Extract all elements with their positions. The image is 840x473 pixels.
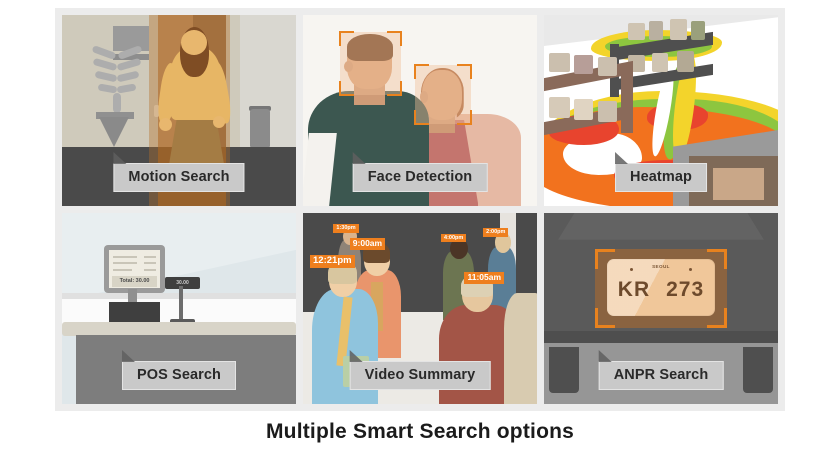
shelf-product [628, 22, 645, 40]
bracket-bottom-right-icon [387, 81, 403, 97]
man-ear [343, 60, 354, 73]
customer-display: 30.00 [164, 276, 201, 290]
monitor-stand [127, 289, 137, 307]
bracket-bottom-left-icon [339, 81, 355, 97]
panel-label-face-detection[interactable]: Face Detection [352, 152, 488, 192]
bracket-top-right-icon [387, 31, 403, 47]
label-fold-icon [349, 350, 363, 362]
bracket-top-right-icon [457, 63, 473, 79]
plate-prefix: KR [617, 277, 651, 301]
timestamp-badge: 11:05am [464, 272, 505, 284]
bracket-bottom-right-icon [457, 109, 473, 125]
vehicle-hood [558, 213, 764, 240]
plate-number-row: KR 273 [607, 278, 715, 302]
panel-label-heatmap[interactable]: Heatmap [615, 152, 707, 192]
face-bounding-box-woman [414, 63, 473, 125]
shelf-product [651, 53, 668, 73]
panel-motion-search[interactable]: Motion Search [62, 15, 296, 206]
panel-grid: Motion Search [55, 8, 785, 411]
person-head [181, 30, 208, 56]
panel-label-text: POS Search [136, 367, 222, 383]
person-foreground-orange-bag [370, 281, 383, 332]
bracket-bottom-left-icon [414, 109, 430, 125]
timestamp-badge: 4:00pm [441, 234, 467, 243]
panel-label-text: Face Detection [367, 169, 473, 185]
display-pole [179, 285, 184, 320]
plant-leaves [91, 44, 143, 113]
panel-label-video-summary[interactable]: Video Summary [349, 350, 491, 390]
label-fold-icon [121, 350, 135, 362]
panel-label-anpr-search[interactable]: ANPR Search [598, 350, 724, 390]
shelf-product [574, 55, 594, 75]
woman-ear [419, 91, 428, 103]
trash-bin [250, 108, 271, 147]
plate-dot-right-icon [689, 267, 693, 271]
door-handle [154, 104, 160, 117]
shelf-product [670, 18, 687, 40]
panel-label-text: ANPR Search [613, 367, 709, 383]
plate-glare [607, 258, 715, 317]
panel-pos-search[interactable]: Total: 30.00 30.00 POS Search [62, 213, 296, 404]
man-hair [346, 34, 393, 61]
label-fold-icon [113, 152, 127, 164]
counter-top [62, 321, 296, 337]
shelf-product [649, 20, 664, 40]
plant-pot-rim [95, 111, 134, 119]
panel-label-text: Motion Search [128, 169, 230, 185]
person-background-b-head [450, 237, 468, 259]
display-pole-base [169, 319, 196, 324]
person-hand-left [159, 118, 173, 132]
timestamp-badge: 9:00am [349, 237, 386, 250]
plant-pot [99, 116, 130, 147]
shelf-product [548, 97, 570, 119]
bracket-bottom-right-icon [706, 307, 727, 328]
panel-label-pos-search[interactable]: POS Search [121, 350, 237, 390]
bracket-top-right-icon [706, 249, 727, 270]
shelf-product [677, 51, 694, 73]
timestamp-badge: 12:21pm [310, 255, 355, 268]
wall-picture-shadow [113, 54, 170, 60]
person-background-c-head [494, 232, 512, 254]
panel-face-detection[interactable]: Face Detection [303, 15, 537, 206]
pos-receipt-total: Total: 30.00 [112, 276, 157, 287]
plate-region-text: SEOUL [652, 263, 670, 269]
counter-panel [712, 167, 764, 201]
panel-label-text: Heatmap [630, 169, 692, 185]
face-bounding-box-man [339, 31, 403, 97]
bracket-top-left-icon [414, 63, 430, 79]
license-plate: SEOUL KR 273 [607, 258, 715, 317]
panel-label-motion-search[interactable]: Motion Search [113, 152, 245, 192]
label-fold-icon [598, 350, 612, 362]
pos-terminal-base [108, 301, 161, 323]
timestamp-badge: 1:30pm [333, 224, 359, 233]
person-hand-right [212, 116, 225, 129]
person-foreground-tan [504, 293, 537, 404]
plate-dot-left-icon [629, 267, 633, 271]
woman-head [422, 70, 463, 121]
bracket-top-left-icon [339, 31, 355, 47]
panel-anpr-search[interactable]: SEOUL KR 273 ANPR Search [544, 213, 778, 404]
bracket-bottom-left-icon [595, 307, 616, 328]
timestamp-badge: 2:00pm [483, 228, 509, 237]
plate-number: 273 [666, 277, 705, 301]
panel-video-summary[interactable]: 1:30pm 9:00am 12:21pm 4:00pm 2:00pm 11:0… [303, 213, 537, 404]
shelf-product [597, 57, 617, 77]
shelf-product [574, 99, 594, 121]
trash-bin-lid [249, 105, 272, 111]
plate-bounding-box [595, 249, 727, 328]
shelf-product [548, 53, 570, 73]
shelf-product [597, 100, 617, 122]
vehicle-vent-right [742, 346, 774, 393]
bracket-top-left-icon [595, 249, 616, 270]
vehicle-vent-left [548, 346, 580, 393]
label-fold-icon [615, 152, 629, 164]
shelf-product [691, 20, 706, 40]
label-fold-icon [352, 152, 366, 164]
panel-heatmap[interactable]: Heatmap [544, 15, 778, 206]
vehicle-bumper-edge [544, 331, 778, 343]
page-title: Multiple Smart Search options [265, 420, 574, 443]
shelf-front-side [621, 72, 633, 134]
panel-label-text: Video Summary [364, 367, 476, 383]
